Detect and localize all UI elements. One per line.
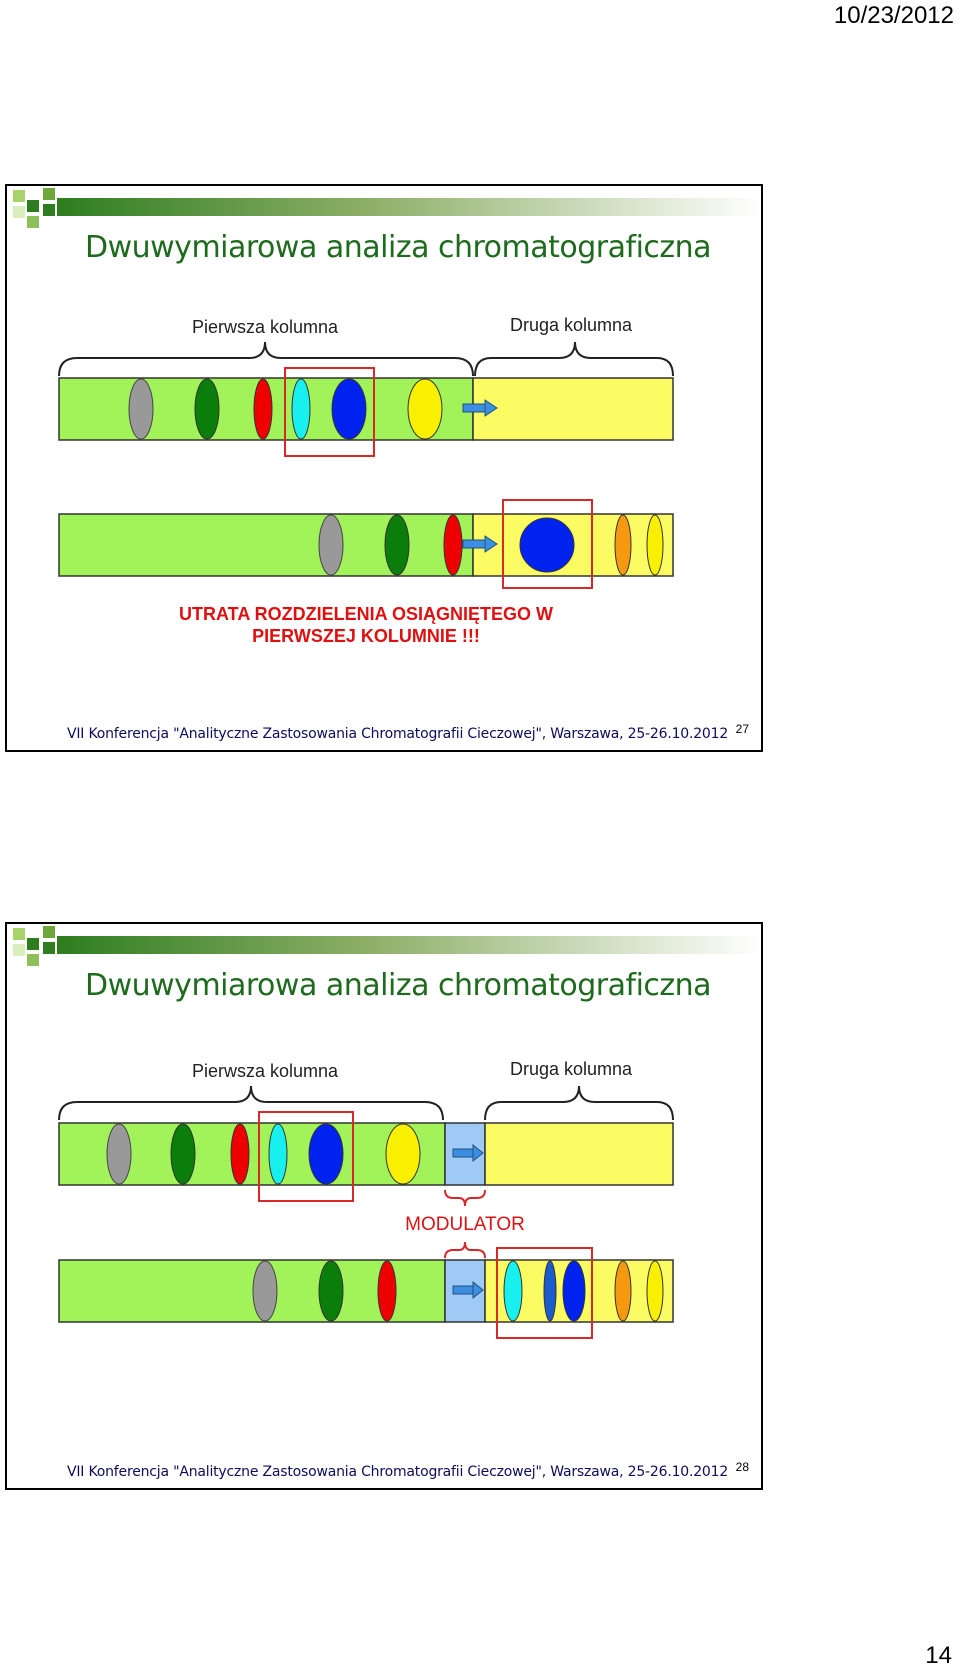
first-column-label: Pierwsza kolumna	[192, 317, 339, 337]
analyte-band-red	[253, 378, 273, 440]
slide-title: Dwuwymiarowa analiza chromatograficzna	[85, 968, 712, 1003]
modulator-brace	[444, 1241, 486, 1259]
highlight-box	[502, 499, 593, 589]
second-column-bar	[484, 1122, 674, 1186]
analyte-band-blue	[331, 378, 367, 440]
slide-28: Dwuwymiarowa analiza chromatograficzna P…	[5, 922, 763, 1490]
first-column-brace	[58, 1085, 444, 1121]
analyte-band-cyan	[503, 1260, 523, 1322]
analyte-band-green	[318, 1260, 344, 1322]
flow-arrow-icon	[462, 399, 498, 417]
second-column-label: Druga kolumna	[510, 1059, 633, 1079]
slide-footer: VII Konferencja "Analityczne Zastosowani…	[67, 726, 729, 742]
slide-number: 28	[735, 1460, 749, 1474]
analyte-band-yellow	[407, 378, 443, 440]
flow-arrow-icon	[452, 1280, 484, 1300]
analyte-band-blue	[543, 1260, 557, 1322]
analyte-band-blue	[562, 1260, 586, 1322]
analyte-band-gray	[252, 1260, 278, 1322]
analyte-band-orange	[614, 1260, 632, 1322]
analyte-band-red	[377, 1260, 397, 1322]
first-column-label: Pierwsza kolumna	[192, 1061, 339, 1081]
second-column-label: Druga kolumna	[510, 315, 633, 335]
slide-header-decoration	[13, 926, 761, 966]
slide-footer: VII Konferencja "Analityczne Zastosowani…	[67, 1464, 729, 1480]
analyte-band-orange	[614, 514, 632, 576]
analyte-band-green	[194, 378, 220, 440]
analyte-band-gray	[318, 514, 344, 576]
slide-number: 27	[735, 722, 749, 736]
second-column-brace	[484, 1085, 674, 1121]
slide-27: Dwuwymiarowa analiza chromatograficzna P…	[5, 184, 763, 752]
page-number: 14	[925, 1642, 952, 1669]
warning-text-line1: UTRATA ROZDZIELENIA OSIĄGNIĘTEGO W	[179, 604, 553, 624]
modulator-label: MODULATOR	[405, 1214, 525, 1235]
page-date: 10/23/2012	[833, 2, 954, 29]
warning-text-line2: PIERWSZEJ KOLUMNIE !!!	[252, 626, 480, 646]
analyte-band-yellow	[385, 1123, 421, 1185]
analyte-band-green	[170, 1123, 196, 1185]
first-column-bar	[58, 513, 474, 577]
analyte-band-blue	[519, 517, 575, 573]
analyte-band-green	[384, 514, 410, 576]
modulator-brace	[444, 1189, 486, 1207]
analyte-band-cyan	[268, 1123, 288, 1185]
analyte-band-red	[443, 514, 463, 576]
slide-title: Dwuwymiarowa analiza chromatograficzna	[85, 230, 712, 265]
flow-arrow-icon	[462, 535, 498, 553]
highlight-box	[496, 1247, 593, 1339]
highlight-box	[284, 367, 375, 457]
analyte-band-yellow	[646, 1260, 664, 1322]
highlight-box	[258, 1111, 354, 1202]
flow-arrow-icon	[452, 1143, 484, 1163]
analyte-band-yellow	[646, 514, 664, 576]
analyte-band-blue	[308, 1123, 344, 1185]
analyte-band-cyan	[291, 378, 311, 440]
column-diagram: Pierwsza kolumna Druga kolumna	[58, 315, 674, 646]
analyte-band-gray	[106, 1123, 132, 1185]
second-column-bar	[472, 377, 674, 441]
first-column-brace	[58, 341, 474, 377]
column-diagram: Pierwsza kolumna Druga kolumna MODULATOR	[58, 1059, 674, 1339]
analyte-band-red	[230, 1123, 250, 1185]
second-column-brace	[474, 341, 674, 377]
slide-header-decoration	[13, 188, 761, 228]
analyte-band-gray	[128, 378, 154, 440]
